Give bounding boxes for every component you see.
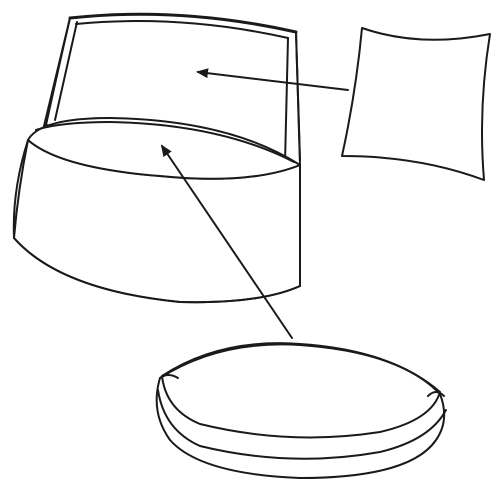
side-sheet [342,28,490,180]
container-body [14,118,300,302]
base-disc [157,343,446,478]
